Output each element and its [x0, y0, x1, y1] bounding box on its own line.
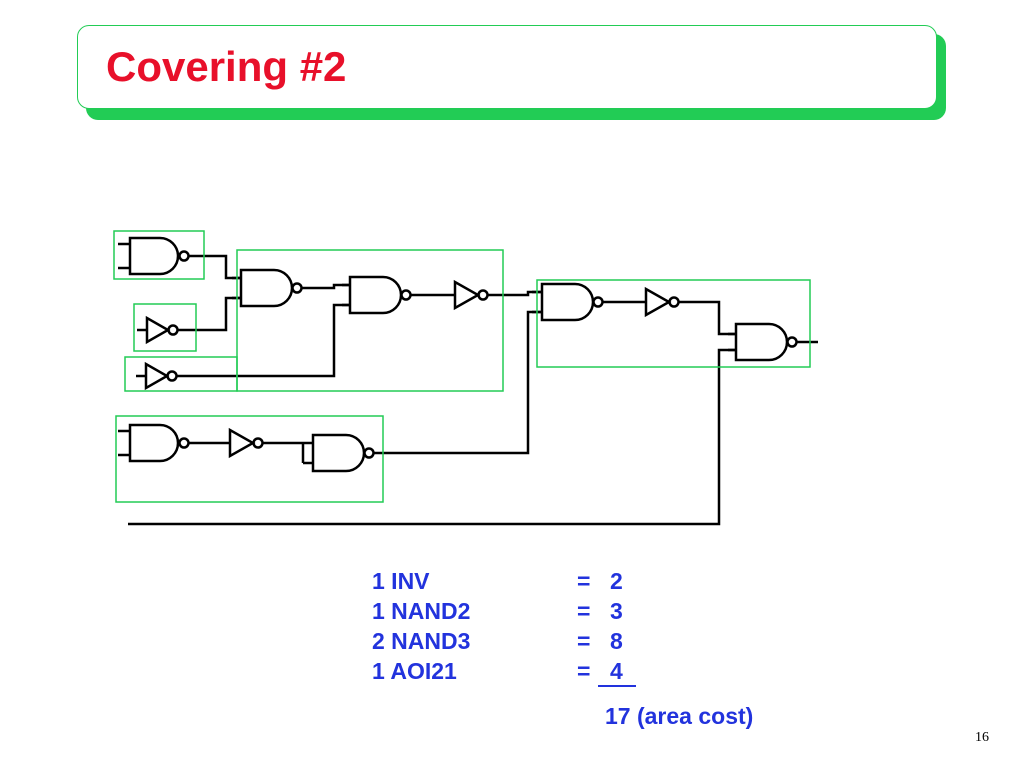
nand-gate-icon	[303, 433, 375, 473]
wire	[177, 303, 350, 378]
cost-value: 3	[610, 598, 623, 624]
wire	[263, 441, 305, 463]
cost-equals: =	[577, 628, 591, 654]
cost-item: 2 NAND3	[372, 628, 471, 654]
inverter-icon	[136, 361, 178, 391]
cost-equals: =	[577, 658, 591, 684]
cost-item: 1 NAND2	[372, 598, 471, 624]
title-frame: Covering #2	[77, 25, 937, 109]
wire	[374, 310, 542, 455]
inverter-icon	[228, 427, 264, 459]
wire	[302, 283, 350, 290]
sum-rule	[598, 685, 636, 687]
nand-gate-icon	[532, 282, 604, 322]
wire	[178, 296, 241, 332]
cover-box	[124, 356, 238, 392]
cost-item: 1 AOI21	[372, 658, 457, 684]
cover-box	[115, 415, 384, 503]
slide-title: Covering #2	[106, 43, 347, 90]
page-number: 16	[975, 730, 989, 745]
cost-value: 8	[610, 628, 623, 654]
wire	[679, 300, 736, 336]
cover-box	[536, 279, 811, 368]
cover-box	[236, 249, 504, 392]
inverter-icon	[644, 286, 680, 318]
wire	[189, 254, 241, 280]
nand-gate-icon	[342, 275, 412, 315]
cost-item: 1 INV	[372, 568, 430, 594]
wire	[488, 290, 542, 297]
cost-equals: =	[577, 598, 591, 624]
nand-gate-icon	[232, 268, 303, 308]
cost-value: 2	[610, 568, 623, 594]
wire	[128, 348, 736, 526]
nand-gate-icon	[118, 236, 190, 276]
cost-value: 4	[610, 658, 623, 684]
cover-box	[133, 303, 197, 352]
nand-gate-icon	[728, 322, 798, 362]
cost-equals: =	[577, 568, 591, 594]
cost-total: 17 (area cost)	[605, 703, 754, 729]
cover-box	[113, 230, 205, 280]
inverter-icon	[137, 315, 179, 345]
inverter-icon	[453, 279, 489, 311]
nand-gate-icon	[118, 423, 190, 463]
